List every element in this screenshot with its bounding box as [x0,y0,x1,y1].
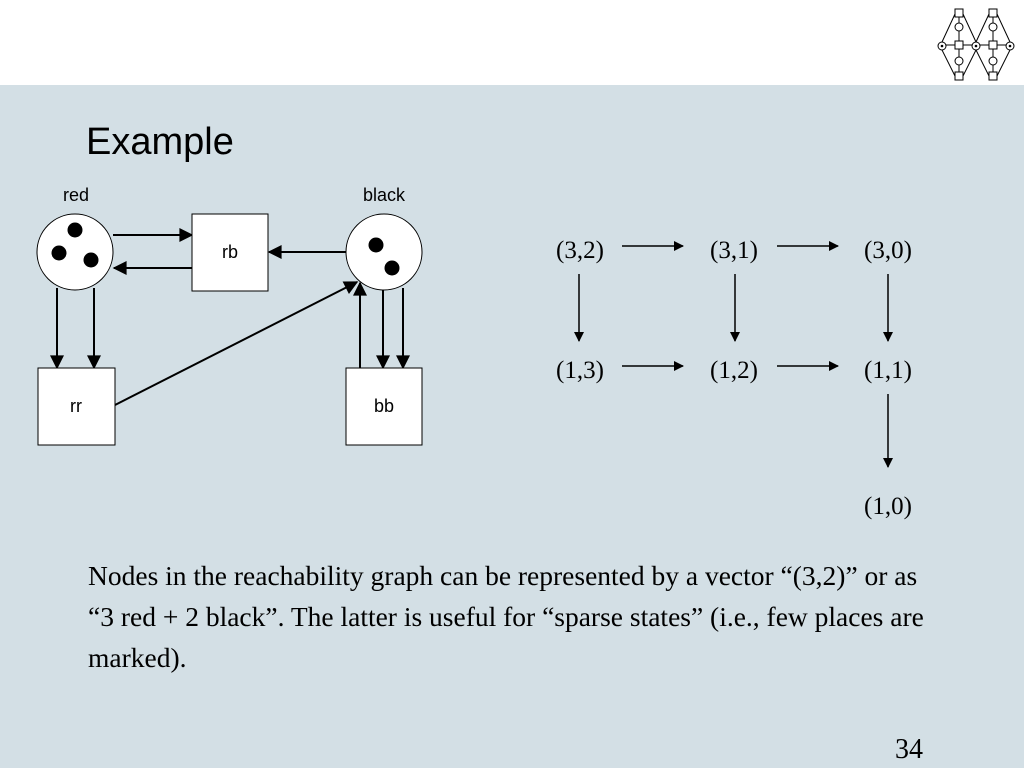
token [83,252,99,268]
transition-rr [37,367,116,446]
token [368,237,384,253]
petri-net-arcs [50,228,410,406]
page-number: 34 [895,734,923,765]
slide-title: Example [86,121,234,163]
transition-rb [191,213,269,292]
rg-node-1-0: (1,0) [864,493,912,520]
rg-node-1-3: (1,3) [556,357,604,384]
place-red-label: red [63,185,89,205]
transition-rr-label: rr [70,396,82,416]
slide-body-text: Nodes in the reachability graph can be r… [88,560,924,673]
place-black-label: black [363,185,406,205]
black-tokens [368,237,400,276]
red-tokens [51,222,99,268]
place-red [36,213,114,291]
rg-node-3-1: (3,1) [710,237,758,264]
slide-content-area [0,85,1024,768]
token [51,245,67,261]
transition-bb-label: bb [374,396,394,416]
transition-bb [345,367,423,446]
petri-net-logo-icon [937,8,1015,81]
rg-node-1-1: (1,1) [864,357,912,384]
token [67,222,83,238]
slide-header [0,0,1024,85]
token [384,260,400,276]
transition-rb-label: rb [222,242,238,262]
place-black [345,213,423,291]
reachability-graph: (3,2) (3,1) (3,0) (1,3) (1,2) (1,1) (1,0… [556,237,912,520]
arc-rr-to-black [114,281,359,406]
rg-node-3-2: (3,2) [556,237,604,264]
rg-node-1-2: (1,2) [710,357,758,384]
rg-edges [574,241,893,468]
rg-node-3-0: (3,0) [864,237,912,264]
